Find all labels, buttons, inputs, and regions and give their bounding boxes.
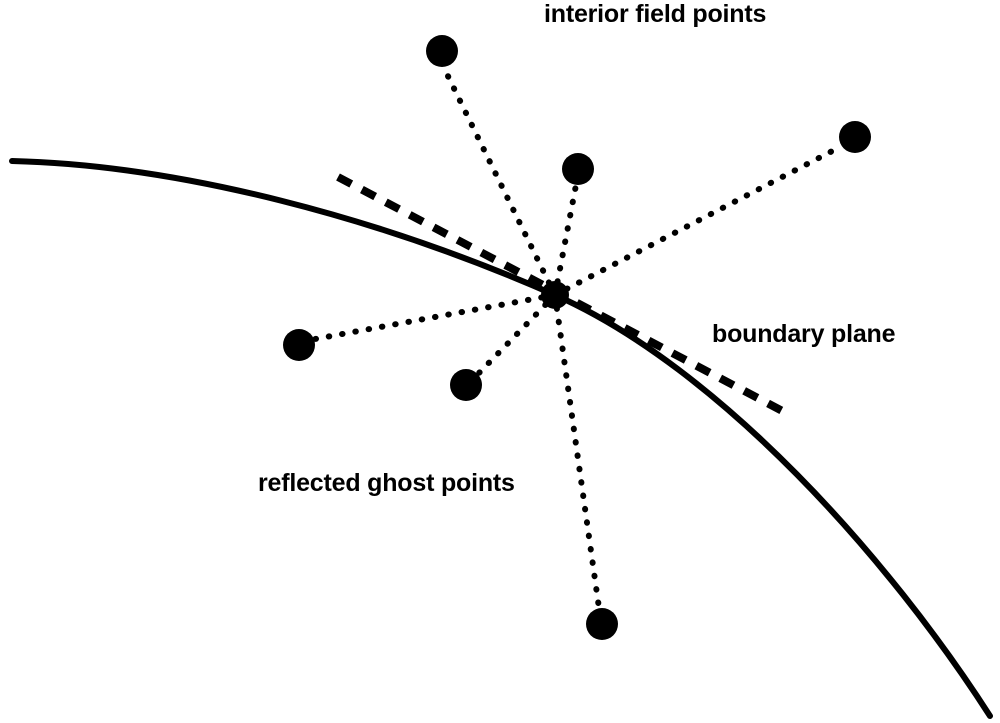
reflected-ghost-point [283, 329, 315, 361]
reflected-ghost-points-label: reflected ghost points [258, 469, 515, 497]
interior-field-point [839, 121, 871, 153]
interior-field-points-label: interior field points [544, 0, 767, 28]
reflected-ghost-point-group [283, 329, 618, 640]
stencil-ray-to-ghost-1 [312, 292, 558, 342]
interior-field-point [562, 153, 594, 185]
reflected-ghost-point [450, 369, 482, 401]
reflected-ghost-point [586, 608, 618, 640]
stencil-ray-to-ghost-2 [475, 292, 558, 377]
stencil-ray-to-interior-2 [552, 182, 579, 298]
stencil-ray-to-interior-1 [441, 65, 558, 298]
boundary-plane-label: boundary plane [712, 320, 896, 348]
stencil-ray-group [312, 65, 843, 611]
boundary-node-point [541, 281, 569, 309]
stencil-ray-to-interior-3 [552, 144, 843, 298]
stencil-ray-to-ghost-3 [552, 292, 602, 611]
interior-field-point-group [426, 35, 871, 185]
boundary-surface-curve [9, 158, 993, 719]
interior-field-point [426, 35, 458, 67]
